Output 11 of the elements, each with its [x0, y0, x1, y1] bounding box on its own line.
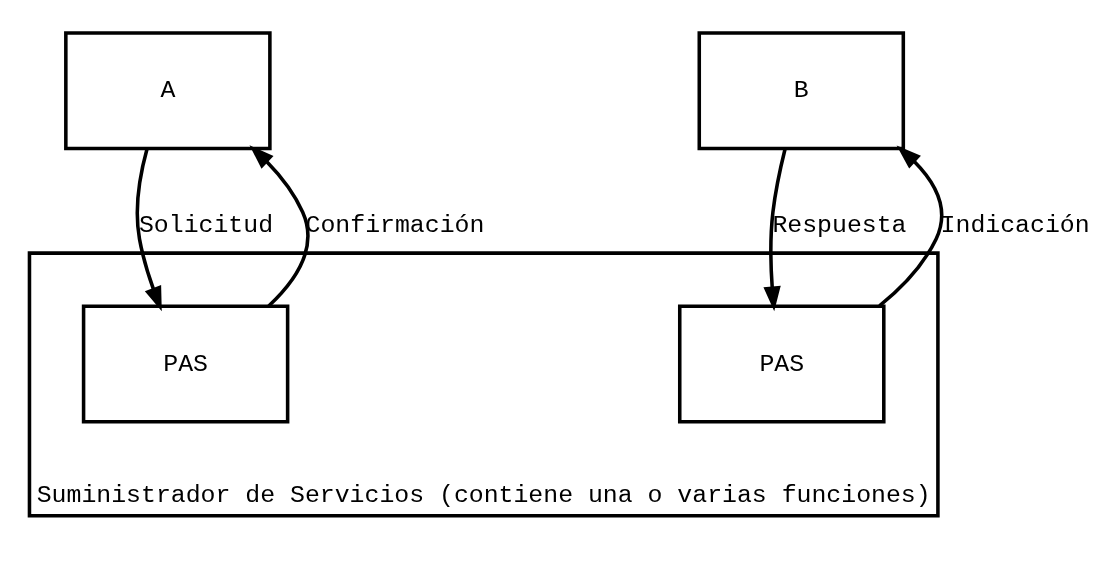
arrow: [249, 145, 310, 308]
arrow: [135, 148, 162, 312]
edge-label: Indicación: [940, 211, 1090, 240]
edge-label: Respuesta: [772, 211, 907, 240]
arrow: [878, 145, 944, 308]
node-box: PAS: [81, 304, 290, 424]
node-box: A: [64, 31, 272, 151]
edge-label: Solicitud: [138, 211, 274, 240]
arrow: [763, 148, 787, 312]
node-box: PAS: [677, 304, 886, 424]
node-box: B: [697, 31, 906, 151]
